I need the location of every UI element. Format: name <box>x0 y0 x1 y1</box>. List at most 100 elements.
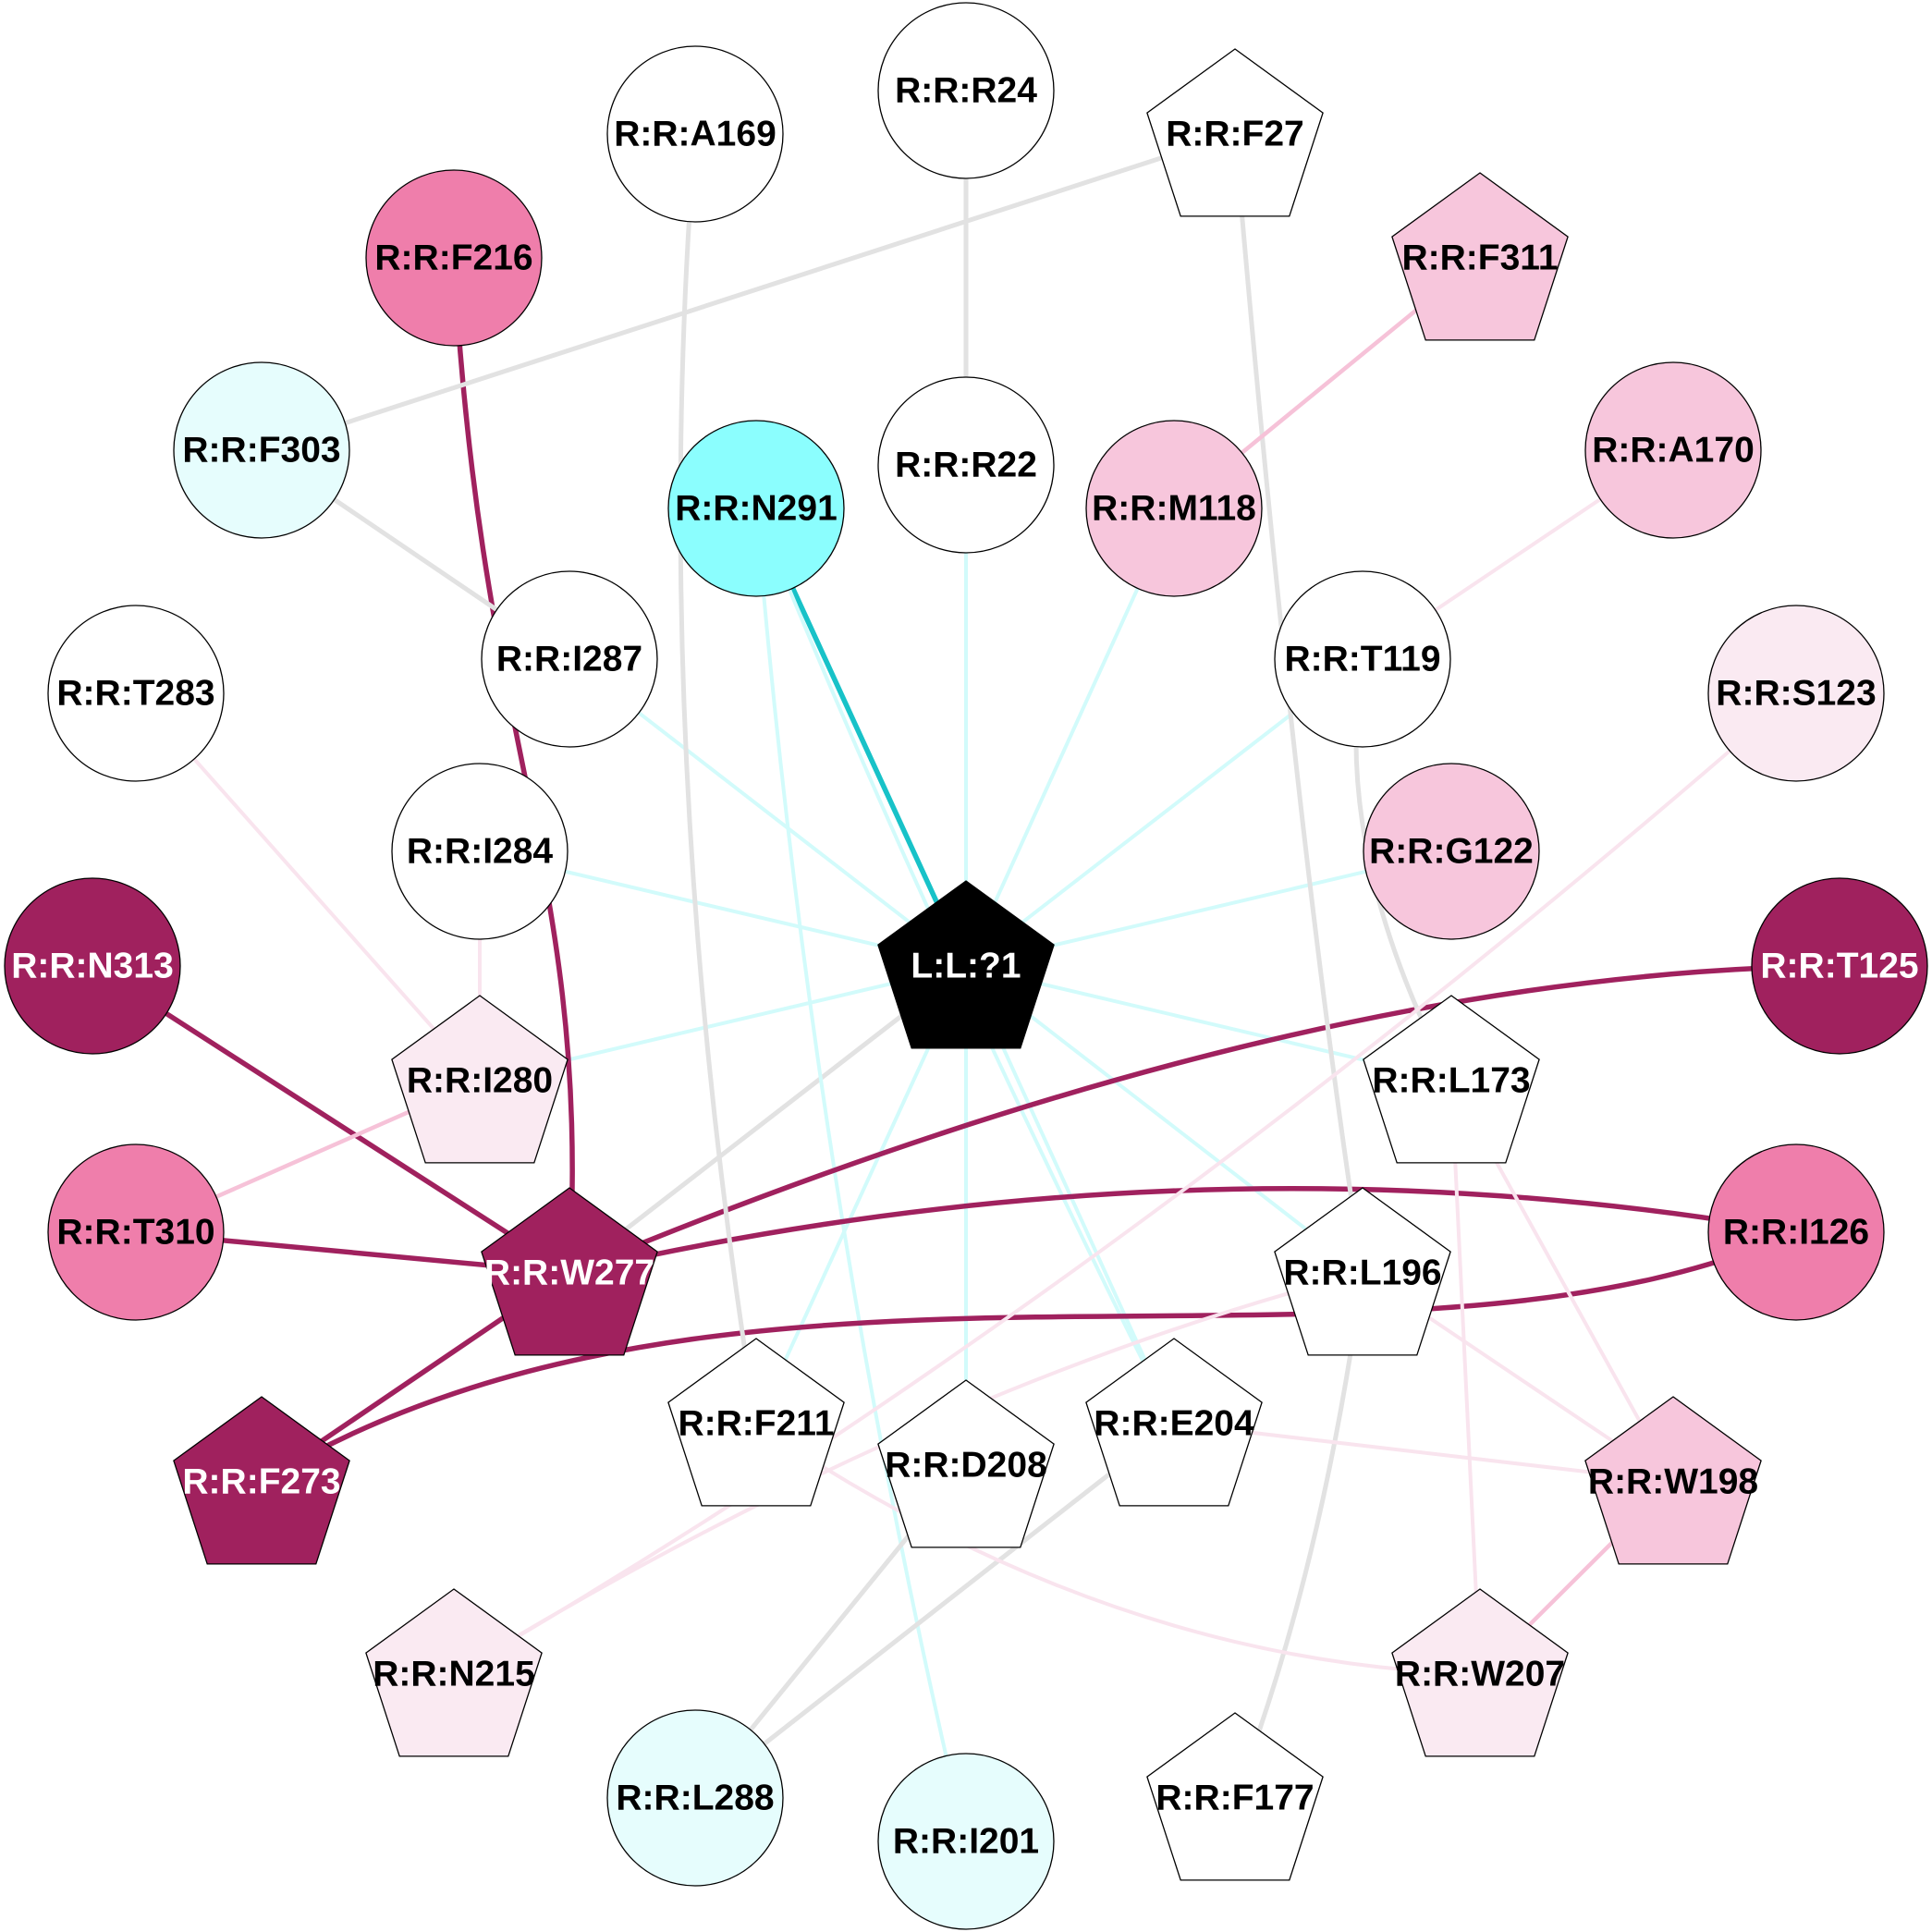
node-shape-circle <box>667 420 845 597</box>
node-label: R:R:N291 <box>675 489 838 529</box>
edge-r-r-f211-to-r-r-w207 <box>754 1422 1482 1676</box>
node-l-l-1[interactable]: L:L:?1 <box>877 880 1055 1049</box>
node-shape-circle <box>365 169 543 347</box>
node-shape-pentagon <box>391 995 569 1164</box>
node-r-r-i126[interactable]: R:R:I126 <box>1707 1143 1885 1321</box>
node-label: R:R:F177 <box>1156 1779 1314 1818</box>
node-r-r-i284[interactable]: R:R:I284 <box>391 763 569 940</box>
edge-r-r-e204-to-r-r-l288 <box>692 1421 1177 1801</box>
node-shape-pentagon <box>365 1588 543 1757</box>
node-shape-circle <box>173 361 350 539</box>
node-label: R:R:F27 <box>1166 115 1304 154</box>
node-r-r-f303[interactable]: R:R:F303 <box>173 361 350 539</box>
node-shape-circle <box>877 2 1055 179</box>
node-r-r-f211[interactable]: R:R:F211 <box>667 1338 845 1507</box>
node-label: R:R:I126 <box>1723 1213 1869 1253</box>
node-r-r-f273[interactable]: R:R:F273 <box>173 1396 350 1565</box>
node-r-r-w198[interactable]: R:R:W198 <box>1584 1396 1762 1565</box>
node-label: R:R:T125 <box>1760 947 1918 986</box>
node-label: R:R:W198 <box>1588 1462 1758 1502</box>
node-label: R:R:L196 <box>1283 1253 1441 1293</box>
node-r-r-e204[interactable]: R:R:E204 <box>1085 1338 1263 1507</box>
node-r-r-i201[interactable]: R:R:I201 <box>877 1753 1055 1930</box>
node-r-r-f177[interactable]: R:R:F177 <box>1146 1712 1324 1881</box>
node-r-r-r24[interactable]: R:R:R24 <box>877 2 1055 179</box>
node-shape-circle <box>1274 570 1451 748</box>
node-shape-pentagon <box>1274 1187 1451 1356</box>
node-r-r-t310[interactable]: R:R:T310 <box>47 1143 225 1321</box>
node-r-r-f311[interactable]: R:R:F311 <box>1391 172 1569 341</box>
node-label: R:R:G122 <box>1369 832 1534 872</box>
node-r-r-a170[interactable]: R:R:A170 <box>1584 361 1762 539</box>
node-r-r-g122[interactable]: R:R:G122 <box>1363 763 1540 940</box>
edge-r-r-s123-to-r-r-n215 <box>452 691 1798 1676</box>
node-shape-circle <box>606 45 784 223</box>
node-shape-circle <box>1085 420 1263 597</box>
node-r-r-w277[interactable]: R:R:W277 <box>481 1187 658 1356</box>
node-shape-circle <box>1751 877 1928 1055</box>
node-shape-circle <box>877 376 1055 554</box>
node-r-r-t283[interactable]: R:R:T283 <box>47 605 225 782</box>
node-label: R:R:L173 <box>1372 1061 1530 1101</box>
node-label: R:R:W207 <box>1395 1655 1565 1694</box>
node-r-r-l173[interactable]: R:R:L173 <box>1363 995 1540 1164</box>
node-label: R:R:I287 <box>496 640 642 679</box>
node-shape-circle <box>47 1143 225 1321</box>
node-label: R:R:I284 <box>407 832 554 872</box>
node-r-r-t119[interactable]: R:R:T119 <box>1274 570 1451 748</box>
node-label: L:L:?1 <box>911 947 1021 986</box>
node-r-r-l196[interactable]: R:R:L196 <box>1274 1187 1451 1356</box>
node-shape-pentagon <box>1085 1338 1263 1507</box>
node-label: R:R:A169 <box>614 115 776 154</box>
node-label: R:R:F311 <box>1401 238 1558 278</box>
node-r-r-f27[interactable]: R:R:F27 <box>1146 48 1324 217</box>
node-label: R:R:T119 <box>1284 640 1440 679</box>
node-shape-pentagon <box>1391 1588 1569 1757</box>
node-r-r-t125[interactable]: R:R:T125 <box>1751 877 1928 1055</box>
node-r-r-n291[interactable]: R:R:N291 <box>667 420 845 597</box>
node-label: R:R:F273 <box>182 1462 340 1502</box>
node-shape-circle <box>1584 361 1762 539</box>
node-label: R:R:N215 <box>373 1655 535 1694</box>
edge-r-r-i126-to-r-r-w277 <box>567 1186 1799 1276</box>
node-shape-pentagon <box>1146 48 1324 217</box>
node-r-r-i280[interactable]: R:R:I280 <box>391 995 569 1164</box>
node-label: R:R:I280 <box>407 1061 553 1101</box>
node-shape-pentagon <box>667 1338 845 1507</box>
node-shape-pentagon <box>481 1187 658 1356</box>
node-shape-pentagon <box>1146 1712 1324 1881</box>
node-label: R:R:N313 <box>11 947 174 986</box>
node-r-r-m118[interactable]: R:R:M118 <box>1085 420 1263 597</box>
node-label: R:R:M118 <box>1092 489 1256 529</box>
node-r-r-w207[interactable]: R:R:W207 <box>1391 1588 1569 1757</box>
edge-r-r-a169-to-r-r-f211 <box>678 131 759 1426</box>
node-r-r-a169[interactable]: R:R:A169 <box>606 45 784 223</box>
node-r-r-l288[interactable]: R:R:L288 <box>606 1709 784 1887</box>
edge-r-r-n313-to-r-r-w277 <box>90 963 572 1276</box>
node-r-r-d208[interactable]: R:R:D208 <box>877 1379 1055 1548</box>
node-label: R:R:T310 <box>56 1213 214 1253</box>
node-label: R:R:A170 <box>1592 431 1755 471</box>
node-r-r-n313[interactable]: R:R:N313 <box>4 877 181 1055</box>
node-r-r-n215[interactable]: R:R:N215 <box>365 1588 543 1757</box>
edges-layer <box>90 88 1842 1843</box>
node-shape-circle <box>877 1753 1055 1930</box>
node-r-r-r22[interactable]: R:R:R22 <box>877 376 1055 554</box>
edge-r-r-f273-to-r-r-i126 <box>259 1229 1799 1485</box>
node-label: R:R:R24 <box>895 71 1037 111</box>
node-label: R:R:L288 <box>616 1779 774 1818</box>
node-label: R:R:S123 <box>1716 674 1876 714</box>
node-r-r-i287[interactable]: R:R:I287 <box>481 570 658 748</box>
edge-l-l-1-to-r-r-w277 <box>567 963 969 1276</box>
node-label: R:R:I201 <box>893 1822 1039 1862</box>
node-shape-circle <box>4 877 181 1055</box>
node-r-r-f216[interactable]: R:R:F216 <box>365 169 543 347</box>
node-label: R:R:F211 <box>678 1404 834 1444</box>
node-shape-pentagon <box>877 1379 1055 1548</box>
node-shape-pentagon <box>1584 1396 1762 1565</box>
node-shape-circle <box>481 570 658 748</box>
node-r-r-s123[interactable]: R:R:S123 <box>1707 605 1885 782</box>
node-label: R:R:F303 <box>182 431 340 471</box>
